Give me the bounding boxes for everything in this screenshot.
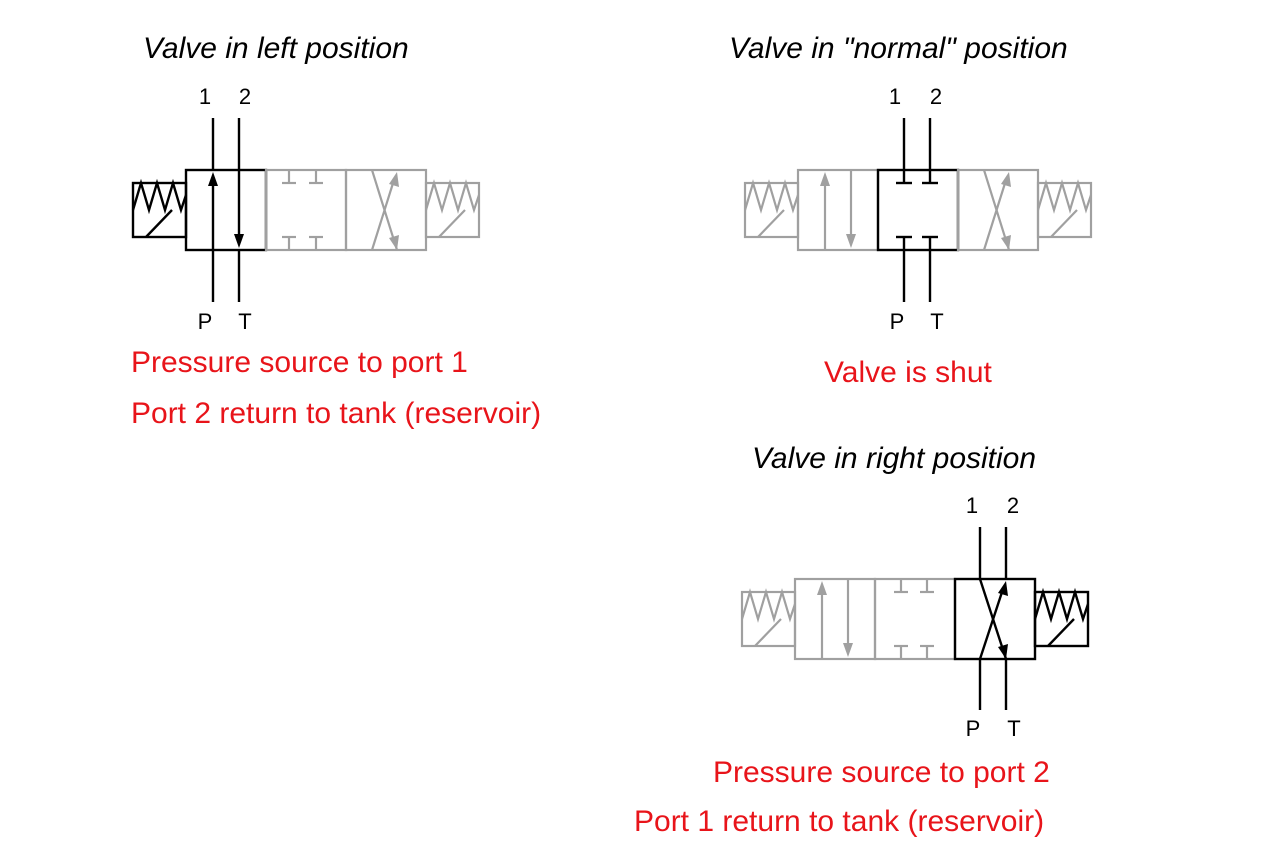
left-spring-actuator [740,588,797,648]
caption-normal: Valve is shut [824,356,993,389]
left-spring-actuator [743,179,800,239]
port-1-label: 1 [966,493,978,518]
inactive-box-crossed [956,168,1040,252]
title-normal-position: Valve in "normal" position [729,32,1068,65]
port-1-label: 1 [199,84,211,109]
port-p-label: P [966,716,981,741]
port-p-label: P [198,309,213,334]
valve-right-position: Valve in right position 1 2 [634,442,1090,838]
port-p-label: P [890,309,905,334]
caption-right-2: Port 1 return to tank (reservoir) [634,805,1044,838]
inactive-box-crossed [344,168,428,252]
port-t-label: T [930,309,943,334]
right-spring-actuator [424,179,481,239]
right-spring-actuator [1036,179,1093,239]
active-box-crossed [953,577,1037,661]
caption-right-1: Pressure source to port 2 [713,756,1050,789]
active-box-straight [184,168,268,252]
port-2-label: 2 [239,84,251,109]
port-t-label: T [1007,716,1020,741]
active-box-blocked [876,168,960,252]
port-2-label: 2 [1007,493,1019,518]
port-t-label: T [238,309,251,334]
title-right-position: Valve in right position [752,442,1036,475]
caption-left-2: Port 2 return to tank (reservoir) [131,397,541,430]
title-left-position: Valve in left position [143,32,409,65]
valve-normal-position: Valve in "normal" position 1 2 [729,32,1093,389]
right-spring-actuator [1033,587,1090,648]
inactive-box-blocked [873,577,957,661]
inactive-box-straight [796,168,880,252]
left-spring-actuator [131,178,188,239]
inactive-box-straight [793,577,877,661]
port-1-label: 1 [889,84,901,109]
port-2-label: 2 [930,84,942,109]
caption-left-1: Pressure source to port 1 [131,346,468,379]
valve-left-position: Valve in left position 1 2 [131,32,541,430]
inactive-box-blocked [264,168,348,252]
